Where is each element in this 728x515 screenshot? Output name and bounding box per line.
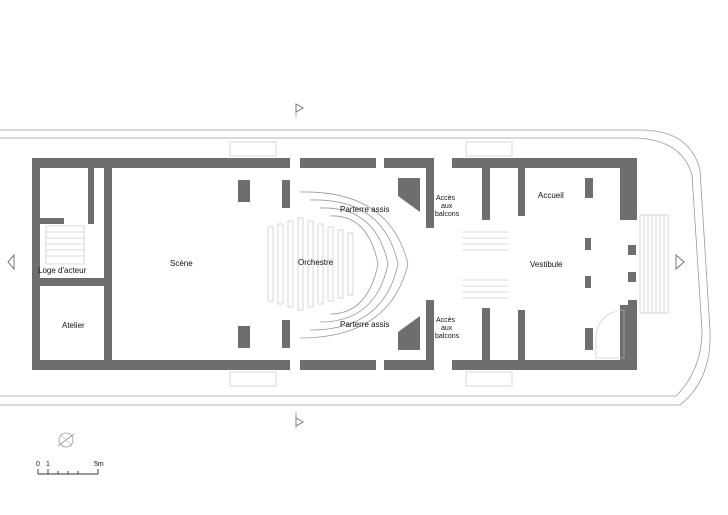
room-label-parterre-bottom: Parterre assis <box>340 320 389 329</box>
interior-walls <box>40 168 636 360</box>
seat-row <box>327 226 334 302</box>
room-label-acces-top: Accès aux balcons <box>435 195 460 218</box>
svg-text:balcons: balcons <box>435 211 460 218</box>
svg-text:aux: aux <box>441 325 453 332</box>
scale-tick-5m: 5m <box>94 461 104 468</box>
orchestra-seats <box>267 217 354 311</box>
svg-text:Accès: Accès <box>436 317 456 324</box>
room-label-atelier: Atelier <box>62 321 85 330</box>
seat-row <box>267 226 274 302</box>
room-label-parterre-top: Parterre assis <box>340 205 389 214</box>
scale-bar: 0 1 5m <box>36 461 104 475</box>
seat-row <box>307 220 314 308</box>
room-label-scene: Scène <box>170 259 193 268</box>
svg-text:Accès: Accès <box>436 195 456 202</box>
seat-row <box>337 229 344 299</box>
side-steps <box>229 141 513 387</box>
vestibule-steps <box>462 231 508 299</box>
site-outline <box>0 129 711 406</box>
site-outline-inner <box>0 137 703 397</box>
entrance-steps <box>639 214 669 314</box>
scale-tick-1: 1 <box>46 461 50 468</box>
seat-row <box>287 220 294 308</box>
section-marker-left <box>7 253 15 271</box>
room-label-accueil: Accueil <box>538 191 564 200</box>
section-marker-top <box>295 103 305 118</box>
room-label-vestibule: Vestibule <box>530 260 563 269</box>
scale-tick-0: 0 <box>36 461 40 468</box>
section-marker-bottom <box>295 412 305 428</box>
seating-arcs <box>299 191 409 339</box>
seat-row <box>347 232 354 296</box>
svg-text:balcons: balcons <box>435 333 460 340</box>
room-label-orchestre: Orchestre <box>298 258 334 267</box>
svg-text:aux: aux <box>441 203 453 210</box>
seat-row <box>277 223 284 305</box>
room-label-acces-bottom: Accès aux balcons <box>435 317 460 340</box>
exterior-walls <box>32 158 637 370</box>
stair-left <box>45 225 85 265</box>
stair-right <box>595 309 625 359</box>
north-arrow-icon <box>57 432 75 448</box>
seat-row <box>297 217 304 311</box>
room-label-loge: Loge d'acteur <box>38 266 87 275</box>
seat-row <box>317 223 324 305</box>
section-marker-right <box>675 253 685 271</box>
